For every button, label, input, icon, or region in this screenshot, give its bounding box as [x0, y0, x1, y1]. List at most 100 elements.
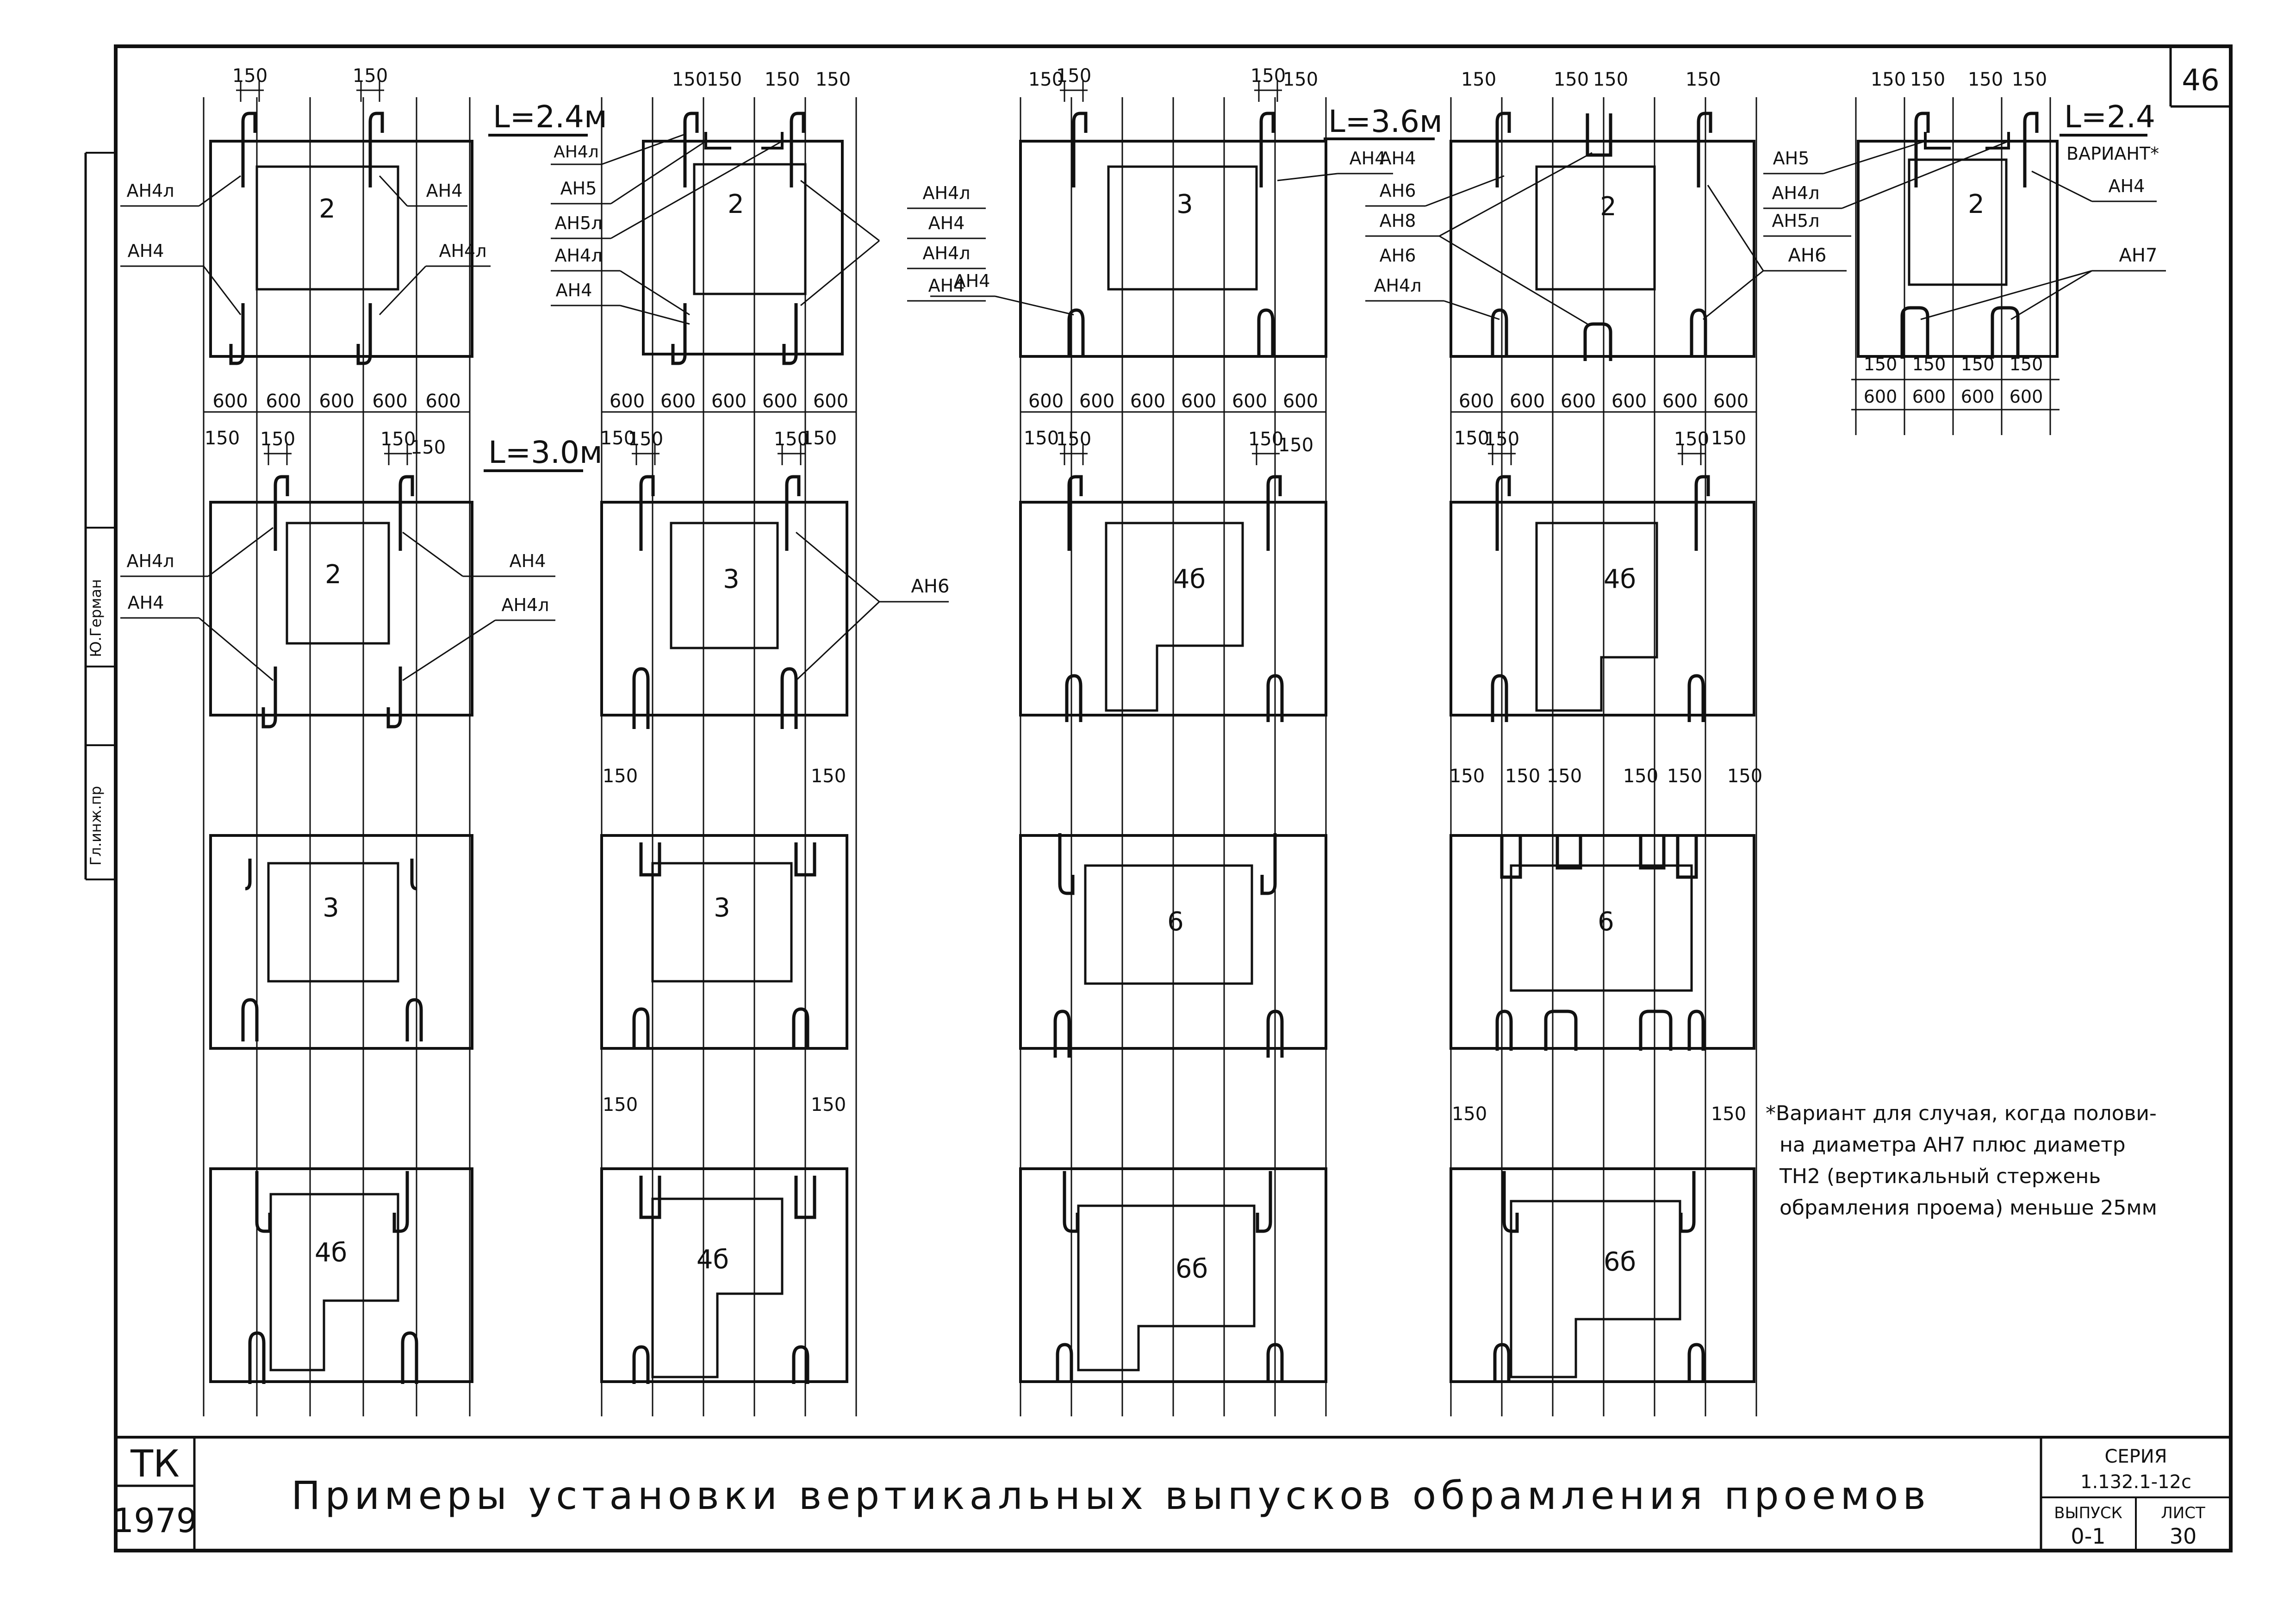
- dim-150: 150: [1505, 766, 1540, 787]
- rebar-hook: [1493, 1343, 1511, 1382]
- footnote-line-4: обрамления проема) меньше 25мм: [1780, 1196, 2157, 1220]
- rebar-hook: [632, 1345, 650, 1384]
- rebar-label: АН7: [2119, 245, 2158, 266]
- dim-150: 150: [411, 437, 446, 458]
- opening-label: 3: [723, 564, 740, 594]
- rebar-hook: [398, 475, 414, 551]
- rebar-label: АН5: [1773, 148, 1810, 168]
- rebar-label: АН4: [954, 271, 990, 291]
- leader: [199, 175, 241, 207]
- leader: [2031, 170, 2092, 202]
- rebar-hook: [248, 1331, 266, 1384]
- rebar-label: АН4: [128, 241, 164, 261]
- leader: [1439, 235, 1588, 325]
- dim-600: 600: [1912, 386, 1946, 407]
- rebar-hook: [632, 1007, 650, 1048]
- opening: [1510, 864, 1693, 992]
- leader: [1842, 140, 2009, 209]
- rebar-label: АН5л: [1772, 211, 1819, 231]
- opening: [1510, 1200, 1681, 1378]
- dim-150: 150: [1056, 429, 1091, 450]
- panel: [209, 1167, 473, 1383]
- leader: [402, 619, 496, 681]
- leader: [610, 140, 706, 205]
- leader: [620, 270, 690, 316]
- rebar-label: АН4: [556, 280, 592, 300]
- rebar-hook: [1072, 112, 1088, 187]
- leader: [1439, 152, 1593, 237]
- rebar-label: АН4: [2109, 176, 2145, 196]
- rebar-hook: [1495, 475, 1511, 551]
- rebar-hook: [274, 475, 289, 551]
- variant-label: ВАРИАНТ*: [2066, 143, 2159, 164]
- rebar-hook: [1914, 112, 1930, 187]
- leader: [995, 295, 1074, 316]
- rebar-hook: [1056, 1343, 1073, 1382]
- rebar-hook: [639, 475, 655, 551]
- dim-150: 150: [1593, 69, 1628, 90]
- dim-150: 150: [260, 429, 295, 450]
- rebar-hook: [392, 1171, 409, 1233]
- panel: [1450, 1167, 1755, 1383]
- rebar-bent: [704, 132, 731, 150]
- rebar-hook: [1495, 112, 1511, 187]
- rebar-hook: [356, 303, 372, 365]
- rebar-label: АН6: [911, 576, 950, 597]
- rebar-hook: [1687, 674, 1705, 722]
- length-label-36: L=3.6м: [1328, 104, 1443, 139]
- footnote-line-3: ТН2 (вертикальный стержень: [1779, 1165, 2101, 1188]
- rebar-u: [1556, 835, 1582, 870]
- leader: [2010, 270, 2092, 320]
- rebar-hook: [1266, 1010, 1284, 1058]
- rebar-loop: [1639, 1010, 1673, 1051]
- dim-600: 600: [425, 391, 460, 412]
- rebar-label: АН4: [128, 592, 164, 613]
- opening: [1084, 864, 1253, 985]
- opening: [670, 522, 779, 649]
- rebar-u: [794, 1176, 816, 1219]
- opening: [255, 165, 399, 291]
- dim-150: 150: [353, 65, 388, 87]
- sheet-label: ЛИСТ: [2161, 1504, 2205, 1522]
- opening: [1908, 158, 2008, 286]
- rebar-loop: [1991, 306, 2020, 359]
- rebar-label: АН4: [1350, 148, 1386, 168]
- leader: [1707, 185, 1764, 271]
- rebar-label: АН6: [1788, 245, 1827, 266]
- rebar-hook: [1266, 674, 1284, 722]
- leader: [199, 617, 274, 681]
- opening-label: 6: [1598, 907, 1614, 937]
- dim-600: 600: [1612, 391, 1647, 412]
- rebar-hook: [1687, 1343, 1705, 1382]
- leader: [796, 531, 880, 603]
- opening-label: 6: [1167, 907, 1184, 937]
- rebar-hook: [1495, 1010, 1513, 1051]
- series-label: СЕРИЯ: [2104, 1446, 2167, 1467]
- dim-150: 150: [1910, 69, 1945, 90]
- footnote-line-1: *Вариант для случая, когда полови-: [1766, 1102, 2157, 1125]
- opening-label: 2: [325, 560, 342, 590]
- dim-150: 150: [1461, 69, 1496, 90]
- rebar-hook: [1058, 833, 1075, 895]
- panel: [1857, 140, 2059, 358]
- dim-150: 150: [1056, 65, 1091, 87]
- rebar-hook: [410, 859, 417, 891]
- rebar-hook: [255, 1171, 272, 1233]
- rebar-u: [1586, 113, 1612, 157]
- dim-600: 600: [1864, 386, 1898, 407]
- rebar-label: АН4: [426, 181, 463, 201]
- rebar-bent: [761, 132, 784, 150]
- panel: [642, 140, 844, 355]
- panel: [1019, 140, 1327, 358]
- dim-150: 150: [1674, 429, 1709, 450]
- rebar-hook: [401, 1331, 418, 1384]
- opening-label: 3: [714, 893, 730, 923]
- rebar-label: АН4л: [126, 181, 174, 201]
- rebar-label: АН4л: [126, 551, 174, 571]
- panel: [209, 501, 473, 717]
- dim-600: 600: [711, 391, 747, 412]
- dim-600: 600: [319, 391, 354, 412]
- panel: [600, 834, 848, 1050]
- dim-600: 600: [1561, 391, 1596, 412]
